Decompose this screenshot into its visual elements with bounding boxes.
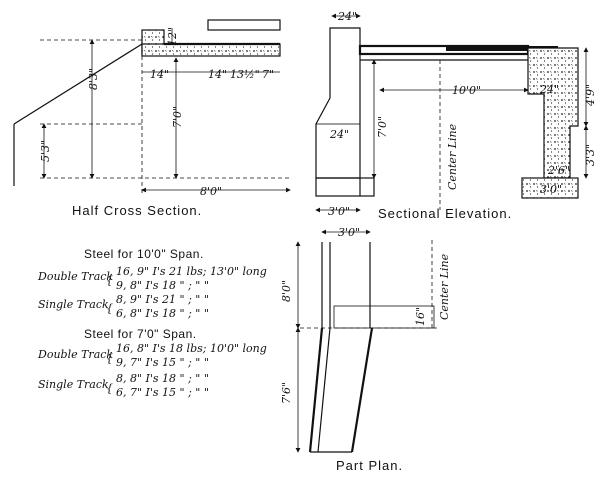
left-footing (315, 177, 375, 197)
brace-3: { (106, 352, 113, 365)
half-cross-section: 8'3" 5'3" 7'0" 12" 14" 14" 13½" 7" 8'0" … (13, 19, 291, 218)
dim-8-0: 8'0" (200, 185, 222, 198)
row-10-single-2: 6, 8" I's 18 " ; " " (116, 307, 209, 320)
heading-7-span: Steel for 7'0" Span. (84, 327, 197, 341)
dim-24-inner: 24" (329, 128, 349, 141)
brace-1: { (106, 274, 113, 287)
row-7-double-1: 16, 8" I's 18 lbs; 10'0" long (116, 342, 267, 355)
dim-3-3: 3'3" (584, 144, 597, 166)
part-plan: 3'0" 16" Center Line 8'0" 7'6" Part Plan… (280, 226, 451, 473)
row-7-single-2: 6, 7" I's 15 " ; " " (116, 386, 209, 399)
caption-half-cross-section: Half Cross Section. (72, 203, 202, 218)
dim-8-3: 8'3" (87, 68, 100, 90)
row-10-single-1: 8, 9" I's 21 " ; " " (116, 293, 209, 306)
dim-2-6: 2'6" (547, 164, 570, 177)
dim-8-0-plan: 8'0" (280, 280, 293, 302)
dim-7-0: 7'0" (171, 106, 184, 128)
caption-part-plan: Part Plan. (336, 458, 403, 473)
dim-7-0-se: 7'0" (376, 116, 389, 138)
row-10-double-1: 16, 9" I's 21 lbs; 13'0" long (116, 265, 267, 278)
plan-wing-outer (308, 327, 324, 453)
center-line-label-se: Center Line (446, 123, 459, 190)
heading-10-span: Steel for 10'0" Span. (84, 247, 204, 261)
rail-bar (207, 19, 281, 31)
center-line-label-plan: Center Line (438, 253, 451, 320)
dim-24-side: 24" (539, 83, 559, 96)
deck-slab (141, 43, 281, 57)
caption-sectional-elevation: Sectional Elevation. (378, 206, 512, 221)
dim-13-5: 13½" (230, 68, 260, 81)
rail-black (446, 46, 558, 51)
left-abutment (315, 27, 361, 179)
plan-wing-inner (317, 327, 331, 453)
slope-line (13, 43, 143, 125)
dim-3-0-plan: 3'0" (338, 226, 360, 239)
row-10-double-2: 9, 8" I's 18 " ; " " (116, 279, 209, 292)
label-double-track-10: Double Track (37, 270, 113, 283)
dim-3-0-right: 3'0" (540, 183, 562, 196)
dim-24-top: 24" (337, 10, 357, 23)
sectional-elevation: 24" 24" 10'0" 7'0" Center Line 24" 4'9" … (315, 10, 597, 221)
steel-table: Steel for 10'0" Span. Double Track { 16,… (37, 247, 267, 399)
dim-7-6-plan: 7'6" (280, 382, 293, 404)
row-7-single-1: 8, 8" I's 18 " ; " " (116, 372, 209, 385)
label-double-track-7: Double Track (37, 348, 113, 361)
dim-14a: 14" (150, 68, 169, 81)
label-single-track-10: Single Track (38, 298, 109, 311)
right-abutment (527, 47, 579, 179)
dim-3-0-left: 3'0" (328, 205, 350, 218)
plan-wing-right (350, 327, 374, 453)
row-7-double-2: 9, 7" I's 15 " ; " " (116, 356, 209, 369)
label-single-track-7: Single Track (38, 378, 109, 391)
brace-4: { (106, 382, 113, 395)
dim-12: 12" (166, 27, 179, 46)
dim-10-0: 10'0" (452, 84, 481, 97)
right-footing (521, 177, 579, 199)
dim-5-3: 5'3" (39, 140, 52, 162)
dim-7: 7" (262, 68, 274, 81)
dim-14b: 14" (208, 68, 227, 81)
brace-2: { (106, 302, 113, 315)
dim-4-9: 4'9" (584, 84, 597, 107)
dim-16: 16" (414, 307, 427, 326)
